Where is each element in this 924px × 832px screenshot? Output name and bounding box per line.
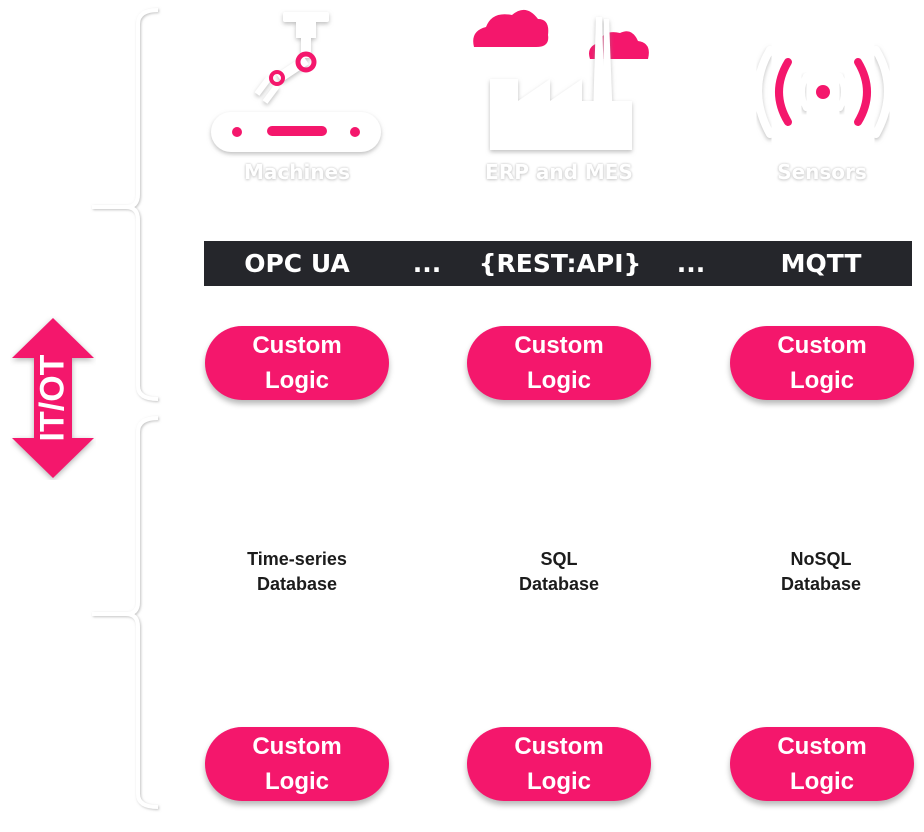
protocol-separator: ... <box>412 249 442 278</box>
protocol-mqtt: MQTT <box>780 249 862 278</box>
source-label-erp-mes: ERP and MES <box>485 160 633 184</box>
itot-label: IT/OT <box>33 354 72 442</box>
wireless-sensor-icon <box>754 46 892 138</box>
bracket-upper <box>92 8 159 401</box>
protocol-separator: ... <box>676 249 706 278</box>
source-label-sensors: Sensors <box>777 160 867 184</box>
bracket-lower <box>92 416 159 809</box>
protocol-bar: OPC UA ... {REST:API} ... MQTT <box>204 241 912 286</box>
cloud-factory-icon <box>473 9 649 150</box>
protocol-opc-ua: OPC UA <box>244 249 350 278</box>
database-sql: SQL Database <box>518 549 600 594</box>
source-label-machines: Machines <box>243 160 351 184</box>
custom-logic-block: Custom Logic <box>205 727 389 801</box>
custom-logic-block: Custom Logic <box>205 326 389 400</box>
custom-logic-block: Custom Logic <box>467 727 651 801</box>
robot-arm-conveyor-icon <box>211 12 381 152</box>
database-nosql: NoSQL Database <box>780 549 862 594</box>
custom-logic-block: Custom Logic <box>730 727 914 801</box>
protocol-rest-api: {REST:API} <box>478 249 642 278</box>
database-time-series: Time-series Database <box>247 549 347 594</box>
double-arrow-icon <box>12 318 94 478</box>
custom-logic-block: Custom Logic <box>467 326 651 400</box>
custom-logic-block: Custom Logic <box>730 326 914 400</box>
